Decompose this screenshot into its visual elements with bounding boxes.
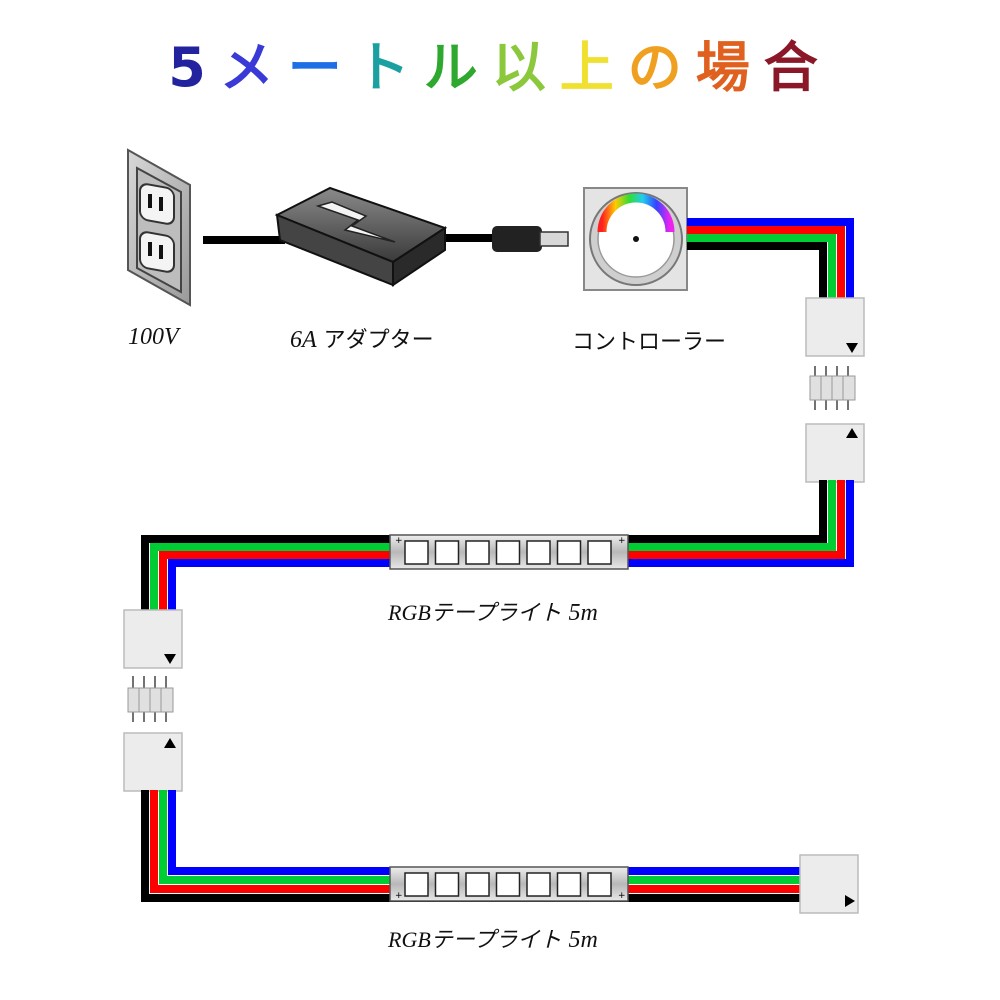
- svg-text:+: +: [618, 536, 626, 546]
- strip2-name: RGBテープライト: [388, 927, 562, 952]
- controller-label: コントローラー: [572, 330, 727, 355]
- led-chip: [587, 540, 612, 565]
- title-char: 合: [763, 36, 832, 99]
- led-chip: [495, 540, 521, 565]
- title-char: 上: [559, 36, 628, 99]
- outlet-label: 100V: [128, 324, 179, 350]
- color-wheel-arc: [597, 193, 675, 233]
- led-chip: [495, 872, 521, 897]
- led-chip: [526, 872, 551, 897]
- title-char: の: [627, 36, 696, 99]
- strip1-label: RGBテープライト 5m: [388, 595, 598, 627]
- title-char: 5: [168, 36, 220, 99]
- strip2-length: 5m: [568, 927, 598, 953]
- dial-center: [633, 236, 639, 242]
- title-char: 以: [491, 36, 560, 99]
- pin-header: [809, 366, 856, 410]
- title-char: ル: [423, 36, 492, 99]
- connector-left: [123, 609, 183, 792]
- led-strip-2: + +: [389, 866, 629, 902]
- arrow-down-icon: [164, 654, 176, 664]
- controller: [583, 187, 688, 291]
- adapter-rating: 6A: [290, 327, 317, 353]
- title-char: ト: [355, 36, 424, 99]
- arrow-up-icon: [846, 428, 858, 438]
- strip1-length: 5m: [568, 600, 598, 626]
- led-chip: [434, 540, 460, 565]
- adapter-name: アダプター: [323, 328, 434, 353]
- led-chip: [434, 872, 460, 897]
- led-chip: [404, 540, 429, 565]
- rgb-wire-run-1: [687, 218, 854, 300]
- dc-plug: [492, 226, 569, 252]
- led-chip: [587, 872, 612, 897]
- arrow-right-icon: [845, 895, 855, 907]
- power-cord: [203, 234, 495, 244]
- led-chip: [404, 872, 429, 897]
- led-chip: [556, 872, 582, 897]
- wall-outlet: [127, 148, 191, 307]
- arrow-down-icon: [846, 343, 858, 353]
- lightning-icon: [315, 201, 396, 243]
- power-adapter: [274, 186, 448, 287]
- title-char: ー: [287, 36, 356, 99]
- page-title: 5メートル以上の場合: [0, 28, 1000, 108]
- svg-text:+: +: [395, 891, 403, 901]
- led-chip: [556, 540, 582, 565]
- led-chip: [465, 540, 490, 565]
- led-chip: [526, 540, 551, 565]
- arrow-up-icon: [164, 738, 176, 748]
- strip1-name: RGBテープライト: [388, 600, 562, 625]
- title-char: 場: [695, 36, 764, 99]
- connector-right: [805, 297, 865, 483]
- strip2-label: RGBテープライト 5m: [388, 922, 598, 954]
- led-strip-1: + +: [389, 534, 629, 570]
- end-connector: [799, 854, 859, 914]
- title-char: メ: [219, 36, 288, 99]
- svg-text:+: +: [618, 891, 626, 901]
- adapter-label: 6A アダプター: [290, 322, 434, 354]
- led-chip: [465, 872, 490, 897]
- pin-header: [127, 676, 174, 722]
- svg-text:+: +: [395, 536, 403, 546]
